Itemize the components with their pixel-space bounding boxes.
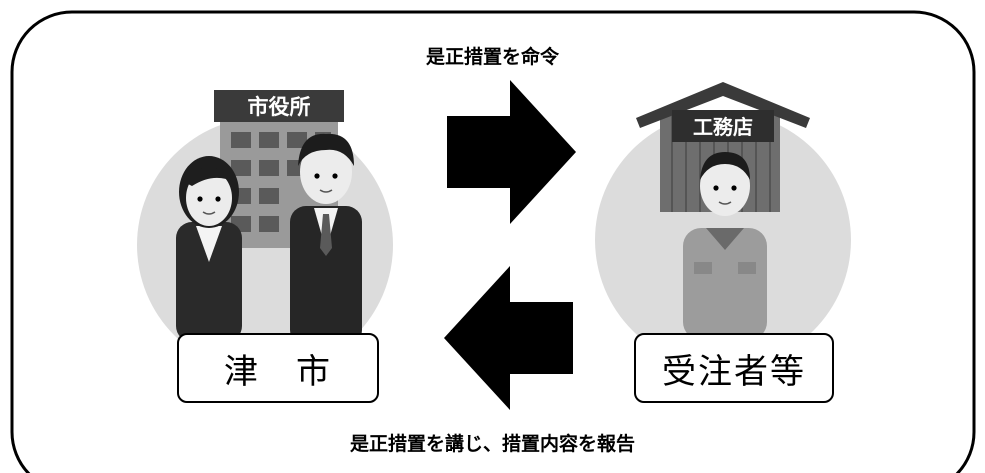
man-figure (290, 133, 362, 346)
shop-sign-board (672, 110, 774, 142)
shop-sign-text: 工務店 (693, 115, 753, 139)
top-caption: 是正措置を命令 (425, 46, 559, 68)
city-hall-sign-board (214, 90, 344, 122)
woman-figure (176, 156, 242, 353)
contractor-label: 受注者等 (662, 351, 806, 392)
contractor-illustration: 工務店 (595, 82, 851, 368)
shop-roof (636, 82, 810, 128)
city-hall-illustration: 市役所 (137, 90, 393, 373)
left-arrow-icon (444, 266, 573, 410)
worker-figure (683, 152, 767, 340)
city-label-box: 津 市 (177, 333, 379, 403)
contractor-label-box: 受注者等 (634, 333, 834, 403)
city-label: 津 市 (224, 351, 332, 392)
right-arrow-icon (447, 80, 576, 224)
bottom-caption: 是正措置を講じ、措置内容を報告 (349, 433, 635, 455)
city-hall-sign-text: 市役所 (248, 95, 311, 119)
